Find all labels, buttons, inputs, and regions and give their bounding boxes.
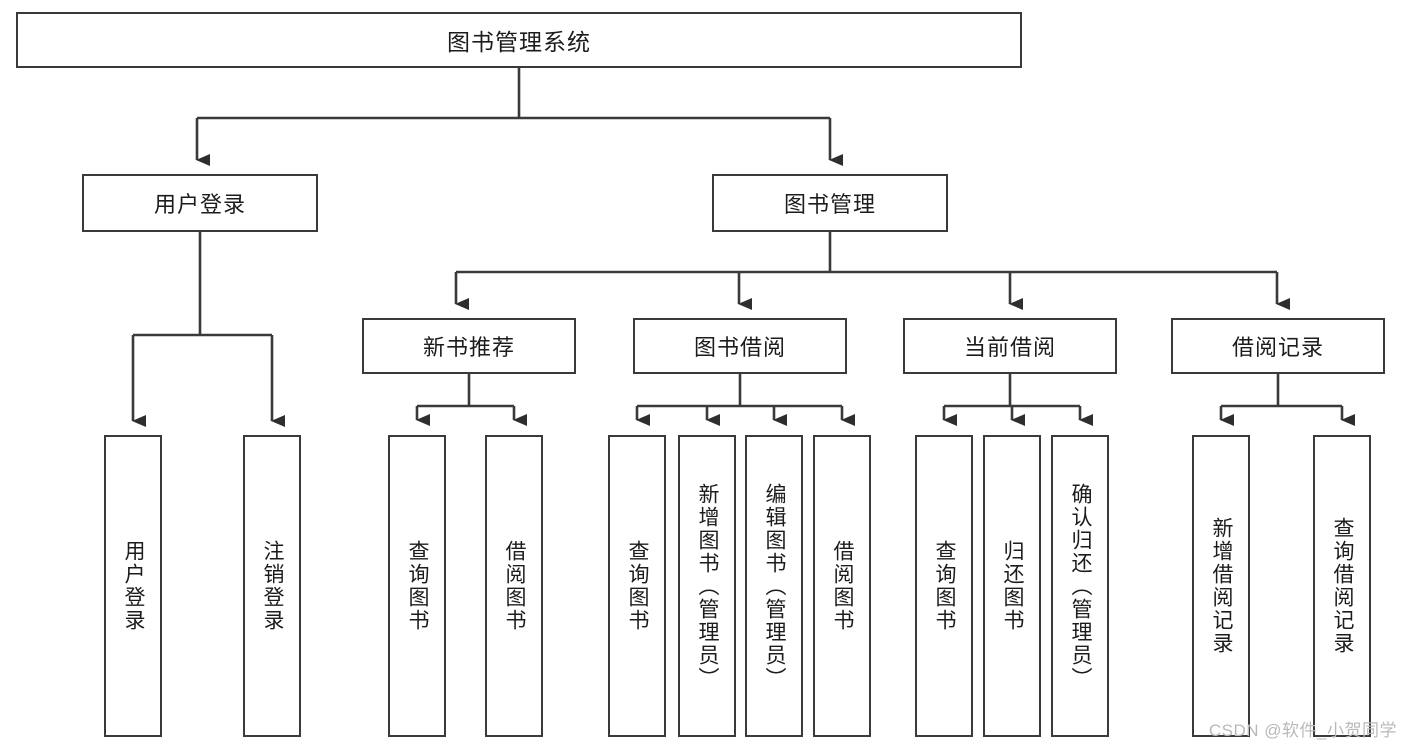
leaf-add-book-admin[interactable]: 新增图书（管理员）: [678, 435, 736, 737]
node-user-login-group[interactable]: 用户登录: [82, 174, 318, 232]
leaf-borrow-book-recommend[interactable]: 借阅图书: [485, 435, 543, 737]
leaf-label: 查询图书: [933, 540, 957, 632]
csdn-watermark: CSDN @软件_小贺同学: [1208, 721, 1397, 740]
leaf-label: 归还图书: [1001, 540, 1025, 632]
leaf-borrow-book[interactable]: 借阅图书: [813, 435, 871, 737]
leaf-label: 新增借阅记录: [1210, 517, 1234, 655]
leaf-query-book-recommend[interactable]: 查询图书: [388, 435, 446, 737]
leaf-return-book[interactable]: 归还图书: [983, 435, 1041, 737]
node-current-borrow[interactable]: 当前借阅: [903, 318, 1117, 374]
node-book-management-group[interactable]: 图书管理: [712, 174, 948, 232]
node-root-system[interactable]: 图书管理系统: [16, 12, 1022, 68]
leaf-edit-book-admin[interactable]: 编辑图书（管理员）: [745, 435, 803, 737]
leaf-label: 用户登录: [122, 540, 146, 632]
leaf-label: 借阅图书: [503, 540, 527, 632]
leaf-label: 编辑图书（管理员）: [763, 482, 787, 690]
leaf-label: 查询借阅记录: [1331, 517, 1355, 655]
leaf-logout[interactable]: 注销登录: [243, 435, 301, 737]
leaf-query-borrow-record[interactable]: 查询借阅记录: [1313, 435, 1371, 737]
leaf-add-borrow-record[interactable]: 新增借阅记录: [1192, 435, 1250, 737]
leaf-label: 查询图书: [626, 540, 650, 632]
leaf-label: 查询图书: [406, 540, 430, 632]
leaf-user-login[interactable]: 用户登录: [104, 435, 162, 737]
leaf-label: 注销登录: [261, 540, 285, 632]
leaf-confirm-return-admin[interactable]: 确认归还（管理员）: [1051, 435, 1109, 737]
leaf-label: 借阅图书: [831, 540, 855, 632]
node-new-book-recommend[interactable]: 新书推荐: [362, 318, 576, 374]
leaf-query-book-borrow[interactable]: 查询图书: [608, 435, 666, 737]
node-borrow-record[interactable]: 借阅记录: [1171, 318, 1385, 374]
node-book-borrow[interactable]: 图书借阅: [633, 318, 847, 374]
leaf-label: 确认归还（管理员）: [1069, 482, 1093, 690]
leaf-label: 新增图书（管理员）: [696, 482, 720, 690]
leaf-query-book-current[interactable]: 查询图书: [915, 435, 973, 737]
